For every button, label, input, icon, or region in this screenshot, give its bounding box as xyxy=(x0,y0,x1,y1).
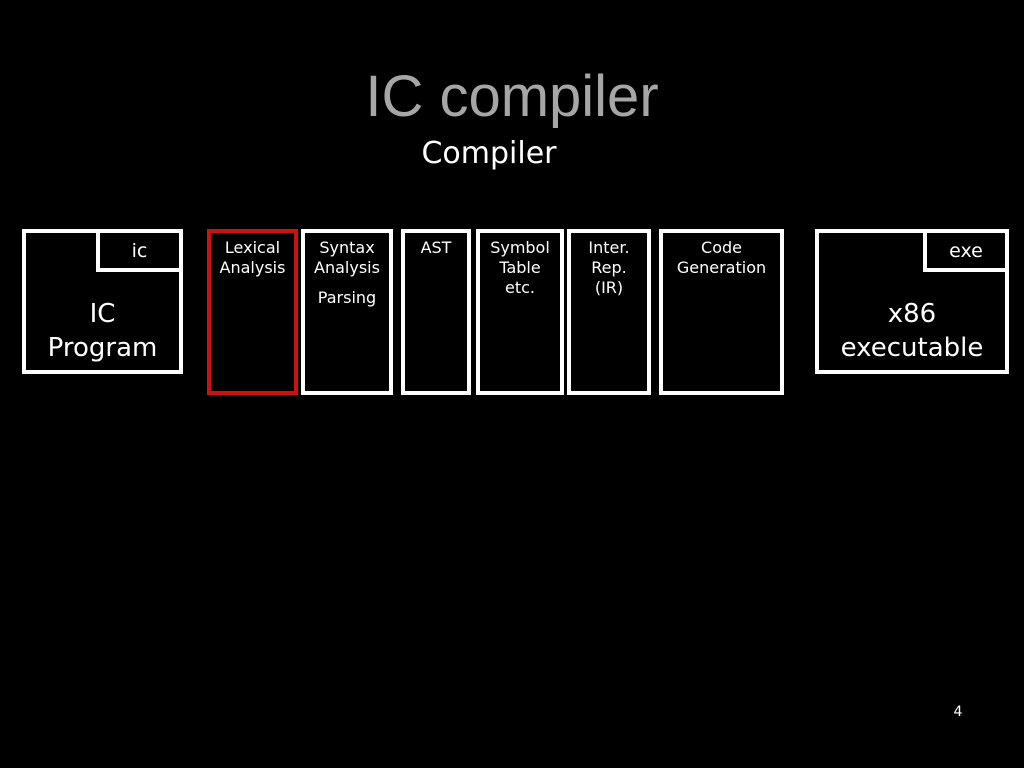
output-file-box: exe x86 executable xyxy=(815,229,1009,374)
stage-symbol-table: Symbol Table etc. xyxy=(476,229,564,395)
stage-label-line: AST xyxy=(420,238,452,257)
stage-code-generation: Code Generation xyxy=(659,229,784,395)
stage-intermediate-representation: Inter. Rep. (IR) xyxy=(567,229,651,395)
output-file-label-line: x86 xyxy=(887,299,937,329)
stage-label-line: (IR) xyxy=(594,278,624,297)
input-file-label-line: Program xyxy=(47,333,158,363)
stage-label-line: Symbol xyxy=(490,238,550,257)
stage-extra-label: Parsing xyxy=(317,288,377,307)
input-file-box: ic IC Program xyxy=(22,229,183,374)
stage-label-line: Lexical xyxy=(224,238,281,257)
stage-label-line: etc. xyxy=(505,278,535,297)
stage-lexical-analysis: Lexical Analysis xyxy=(207,229,298,395)
input-file-label: IC Program xyxy=(26,297,179,365)
stage-ast: AST xyxy=(401,229,471,395)
output-file-tag: exe xyxy=(923,229,1009,272)
stage-label-line: Rep. xyxy=(591,258,627,277)
slide-title: IC compiler xyxy=(365,64,659,129)
stage-label-line: Table xyxy=(499,258,541,277)
stage-label-line: Code xyxy=(701,238,742,257)
stage-label-line: Syntax xyxy=(319,238,375,257)
output-file-label: x86 executable xyxy=(819,297,1005,365)
input-file-tag: ic xyxy=(96,229,183,272)
output-file-label-line: executable xyxy=(840,333,984,363)
page-number: 4 xyxy=(953,704,963,720)
stage-syntax-analysis: Syntax Analysis Parsing xyxy=(301,229,393,395)
stage-label-line: Analysis xyxy=(314,258,380,277)
stage-label-line: Inter. xyxy=(588,238,630,257)
input-file-label-line: IC xyxy=(89,299,116,329)
stage-label-line: Generation xyxy=(676,258,767,277)
diagram-subtitle: Compiler xyxy=(421,136,557,171)
stage-label-line: Analysis xyxy=(219,258,286,277)
